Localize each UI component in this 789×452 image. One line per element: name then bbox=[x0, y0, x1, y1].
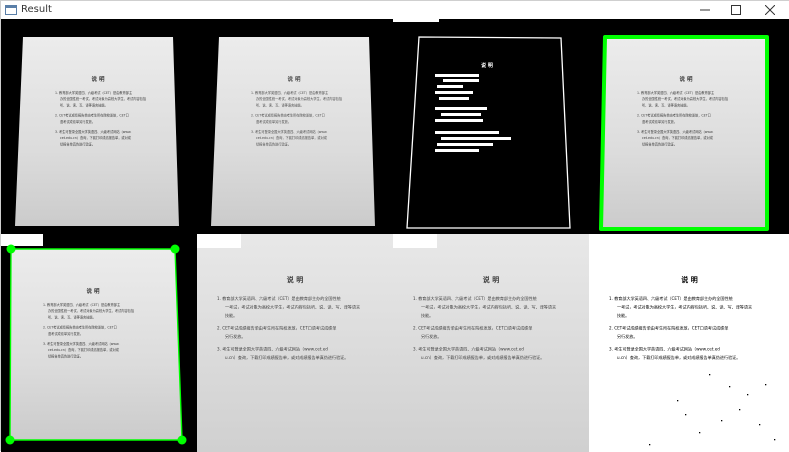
document-sheet bbox=[211, 37, 375, 226]
panel-original-image: 说 明 1. 教育部大学英语四、六级考试（CET）是由教育部主办的全国性统一考试，… bbox=[15, 37, 179, 226]
document-paragraph: 1. 教育部大学英语四、六级考试（CET）是由教育部主办的全国性统一考试，考试对… bbox=[637, 90, 729, 107]
title-bar[interactable]: Result bbox=[1, 1, 789, 19]
image-canvas: 说 明 1. 教育部大学英语四、六级考试（CET）是由教育部主办的全国性统一考试，… bbox=[1, 19, 789, 452]
document-paragraph: 1. 教育部大学英语四、六级考试（CET）是由教育部主办的全国性统一考试，考试对… bbox=[413, 295, 556, 318]
edge-text-block bbox=[439, 97, 469, 100]
document-paragraph: 2. CET考试成绩报告单由考生所在院校发放，CET口语考试成绩单另行发放。 bbox=[43, 325, 117, 336]
panel-blurred: 说 明 1. 教育部大学英语四、六级考试（CET）是由教育部主办的全国性统一考试，… bbox=[197, 19, 393, 234]
noise-speck bbox=[739, 409, 741, 411]
edge-text-block bbox=[435, 74, 479, 77]
minimize-button[interactable] bbox=[692, 1, 718, 19]
panel-blurred-image: 说 明 1. 教育部大学英语四、六级考试（CET）是由教育部主办的全国性统一考试，… bbox=[211, 37, 375, 226]
edge-text-block bbox=[435, 131, 499, 134]
corner-point bbox=[177, 435, 187, 445]
document-paragraph: 1. 教育部大学英语四、六级考试（CET）是由教育部主办的全国性统一考试，考试对… bbox=[609, 295, 752, 318]
document-sheet bbox=[601, 37, 767, 229]
panel-thresholded: 说 明 1. 教育部大学英语四、六级考试（CET）是由教育部主办的全国性统一考试，… bbox=[589, 234, 789, 452]
edge-text-block bbox=[435, 149, 479, 152]
document-paragraph: 1. 教育部大学英语四、六级考试（CET）是由教育部主办的全国性统一考试，考试对… bbox=[217, 295, 360, 318]
document-heading: 说 明 bbox=[92, 75, 105, 83]
panel-contour-image: 说 明 1. 教育部大学英语四、六级考试（CET）是由教育部主办的全国性统一考试，… bbox=[599, 35, 769, 231]
corner-point bbox=[5, 435, 15, 445]
document-paragraph: 2. CET考试成绩报告单由考生所在院校发放，CET口语考试成绩单另行发放。 bbox=[609, 325, 728, 340]
document-paragraph: 1. 教育部大学英语四、六级考试（CET）是由教育部主办的全国性统一考试，考试对… bbox=[43, 302, 135, 319]
noise-speck bbox=[729, 386, 731, 388]
document-paragraph: 2. CET考试成绩报告单由考生所在院校发放，CET口语考试成绩单另行发放。 bbox=[55, 113, 129, 124]
document-paragraph: 1. 教育部大学英语四、六级考试（CET）是由教育部主办的全国性统一考试，考试对… bbox=[55, 90, 147, 107]
document-paragraph: 3. 考生可登录全国大学英语四、六级考试网站（www.cet.edu.cn）查询… bbox=[637, 129, 714, 146]
edge-text-block bbox=[441, 113, 481, 116]
document-paragraph: 2. CET考试成绩报告单由考生所在院校发放，CET口语考试成绩单另行发放。 bbox=[217, 325, 336, 340]
minimize-icon bbox=[700, 9, 710, 11]
noise-speck bbox=[685, 414, 687, 416]
panel-warped: 说 明 1. 教育部大学英语四、六级考试（CET）是由教育部主办的全国性统一考试，… bbox=[197, 234, 393, 452]
document-heading: 说 明 bbox=[288, 75, 301, 83]
maximize-icon bbox=[731, 5, 741, 15]
panel-edges-image: 说 明 bbox=[393, 19, 589, 234]
panel-contour: 说 明 1. 教育部大学英语四、六级考试（CET）是由教育部主办的全国性统一考试，… bbox=[589, 19, 789, 234]
panel-corners: 说 明 1. 教育部大学英语四、六级考试（CET）是由教育部主办的全国性统一考试，… bbox=[1, 234, 197, 452]
document-edge-outline bbox=[406, 36, 571, 229]
noise-speck bbox=[721, 420, 723, 422]
document-contour-outline bbox=[599, 35, 769, 231]
panel-warped-image: 说 明 1. 教育部大学英语四、六级考试（CET）是由教育部主办的全国性统一考试，… bbox=[197, 234, 393, 452]
edge-text-block bbox=[443, 79, 479, 82]
document-paragraph: 3. 考生可登录全国大学英语四、六级考试网站（www.cet.edu.cn）查询… bbox=[43, 341, 120, 358]
opencv-window-icon bbox=[5, 5, 17, 15]
noise-speck bbox=[759, 424, 761, 426]
document-paragraph: 2. CET考试成绩报告单由考生所在院校发放，CET口语考试成绩单另行发放。 bbox=[637, 113, 711, 124]
document-heading: 说 明 bbox=[481, 62, 493, 69]
document-heading: 说 明 bbox=[680, 75, 693, 83]
edge-text-block bbox=[435, 119, 483, 122]
panel-corners-image: 说 明 1. 教育部大学英语四、六级考试（CET）是由教育部主办的全国性统一考试，… bbox=[1, 234, 187, 445]
document-paragraph: 3. 考生可登录全国大学英语四、六级考试网站（www.cet.edu.cn）查询… bbox=[251, 129, 328, 146]
edge-text-block bbox=[435, 107, 487, 110]
noise-speck bbox=[709, 374, 711, 376]
edge-text-block bbox=[437, 143, 493, 146]
close-icon bbox=[765, 5, 775, 15]
close-button[interactable] bbox=[757, 1, 783, 19]
panel-warped-gray: 说 明 1. 教育部大学英语四、六级考试（CET）是由教育部主办的全国性统一考试，… bbox=[393, 234, 589, 452]
document-sheet bbox=[15, 37, 179, 226]
corner-point bbox=[6, 244, 16, 254]
panel-warped-gray-image: 说 明 1. 教育部大学英语四、六级考试（CET）是由教育部主办的全国性统一考试，… bbox=[393, 234, 589, 452]
edge-text-block bbox=[435, 91, 473, 94]
document-heading: 说 明 bbox=[287, 275, 303, 284]
noise-speck bbox=[747, 394, 749, 396]
panel-original: 说 明 1. 教育部大学英语四、六级考试（CET）是由教育部主办的全国性统一考试，… bbox=[1, 19, 197, 234]
document-sheet bbox=[10, 249, 182, 440]
noise-speck bbox=[699, 432, 701, 434]
noise-speck bbox=[649, 444, 651, 446]
panel-edges: 说 明 bbox=[393, 19, 589, 234]
panel-thresholded-image: 说 明 1. 教育部大学英语四、六级考试（CET）是由教育部主办的全国性统一考试，… bbox=[589, 234, 789, 452]
document-paragraph: 3. 考生可登录全国大学英语四、六级考试网站（www.cet.edu.cn）查询… bbox=[55, 129, 132, 146]
noise-speck bbox=[765, 384, 767, 386]
document-heading: 说 明 bbox=[483, 275, 499, 284]
window-title: Result bbox=[21, 4, 52, 15]
document-paragraph: 1. 教育部大学英语四、六级考试（CET）是由教育部主办的全国性统一考试，考试对… bbox=[251, 90, 343, 107]
noise-speck bbox=[677, 400, 679, 402]
document-heading: 说 明 bbox=[87, 287, 100, 295]
document-heading: 说 明 bbox=[681, 275, 697, 284]
edge-text-block bbox=[437, 85, 463, 88]
noise-speck bbox=[774, 439, 776, 441]
document-paragraph: 2. CET考试成绩报告单由考生所在院校发放，CET口语考试成绩单另行发放。 bbox=[251, 113, 325, 124]
maximize-button[interactable] bbox=[723, 1, 749, 19]
document-paragraph: 2. CET考试成绩报告单由考生所在院校发放，CET口语考试成绩单另行发放。 bbox=[413, 325, 532, 340]
edge-text-block bbox=[441, 137, 511, 140]
corner-point bbox=[170, 244, 180, 254]
